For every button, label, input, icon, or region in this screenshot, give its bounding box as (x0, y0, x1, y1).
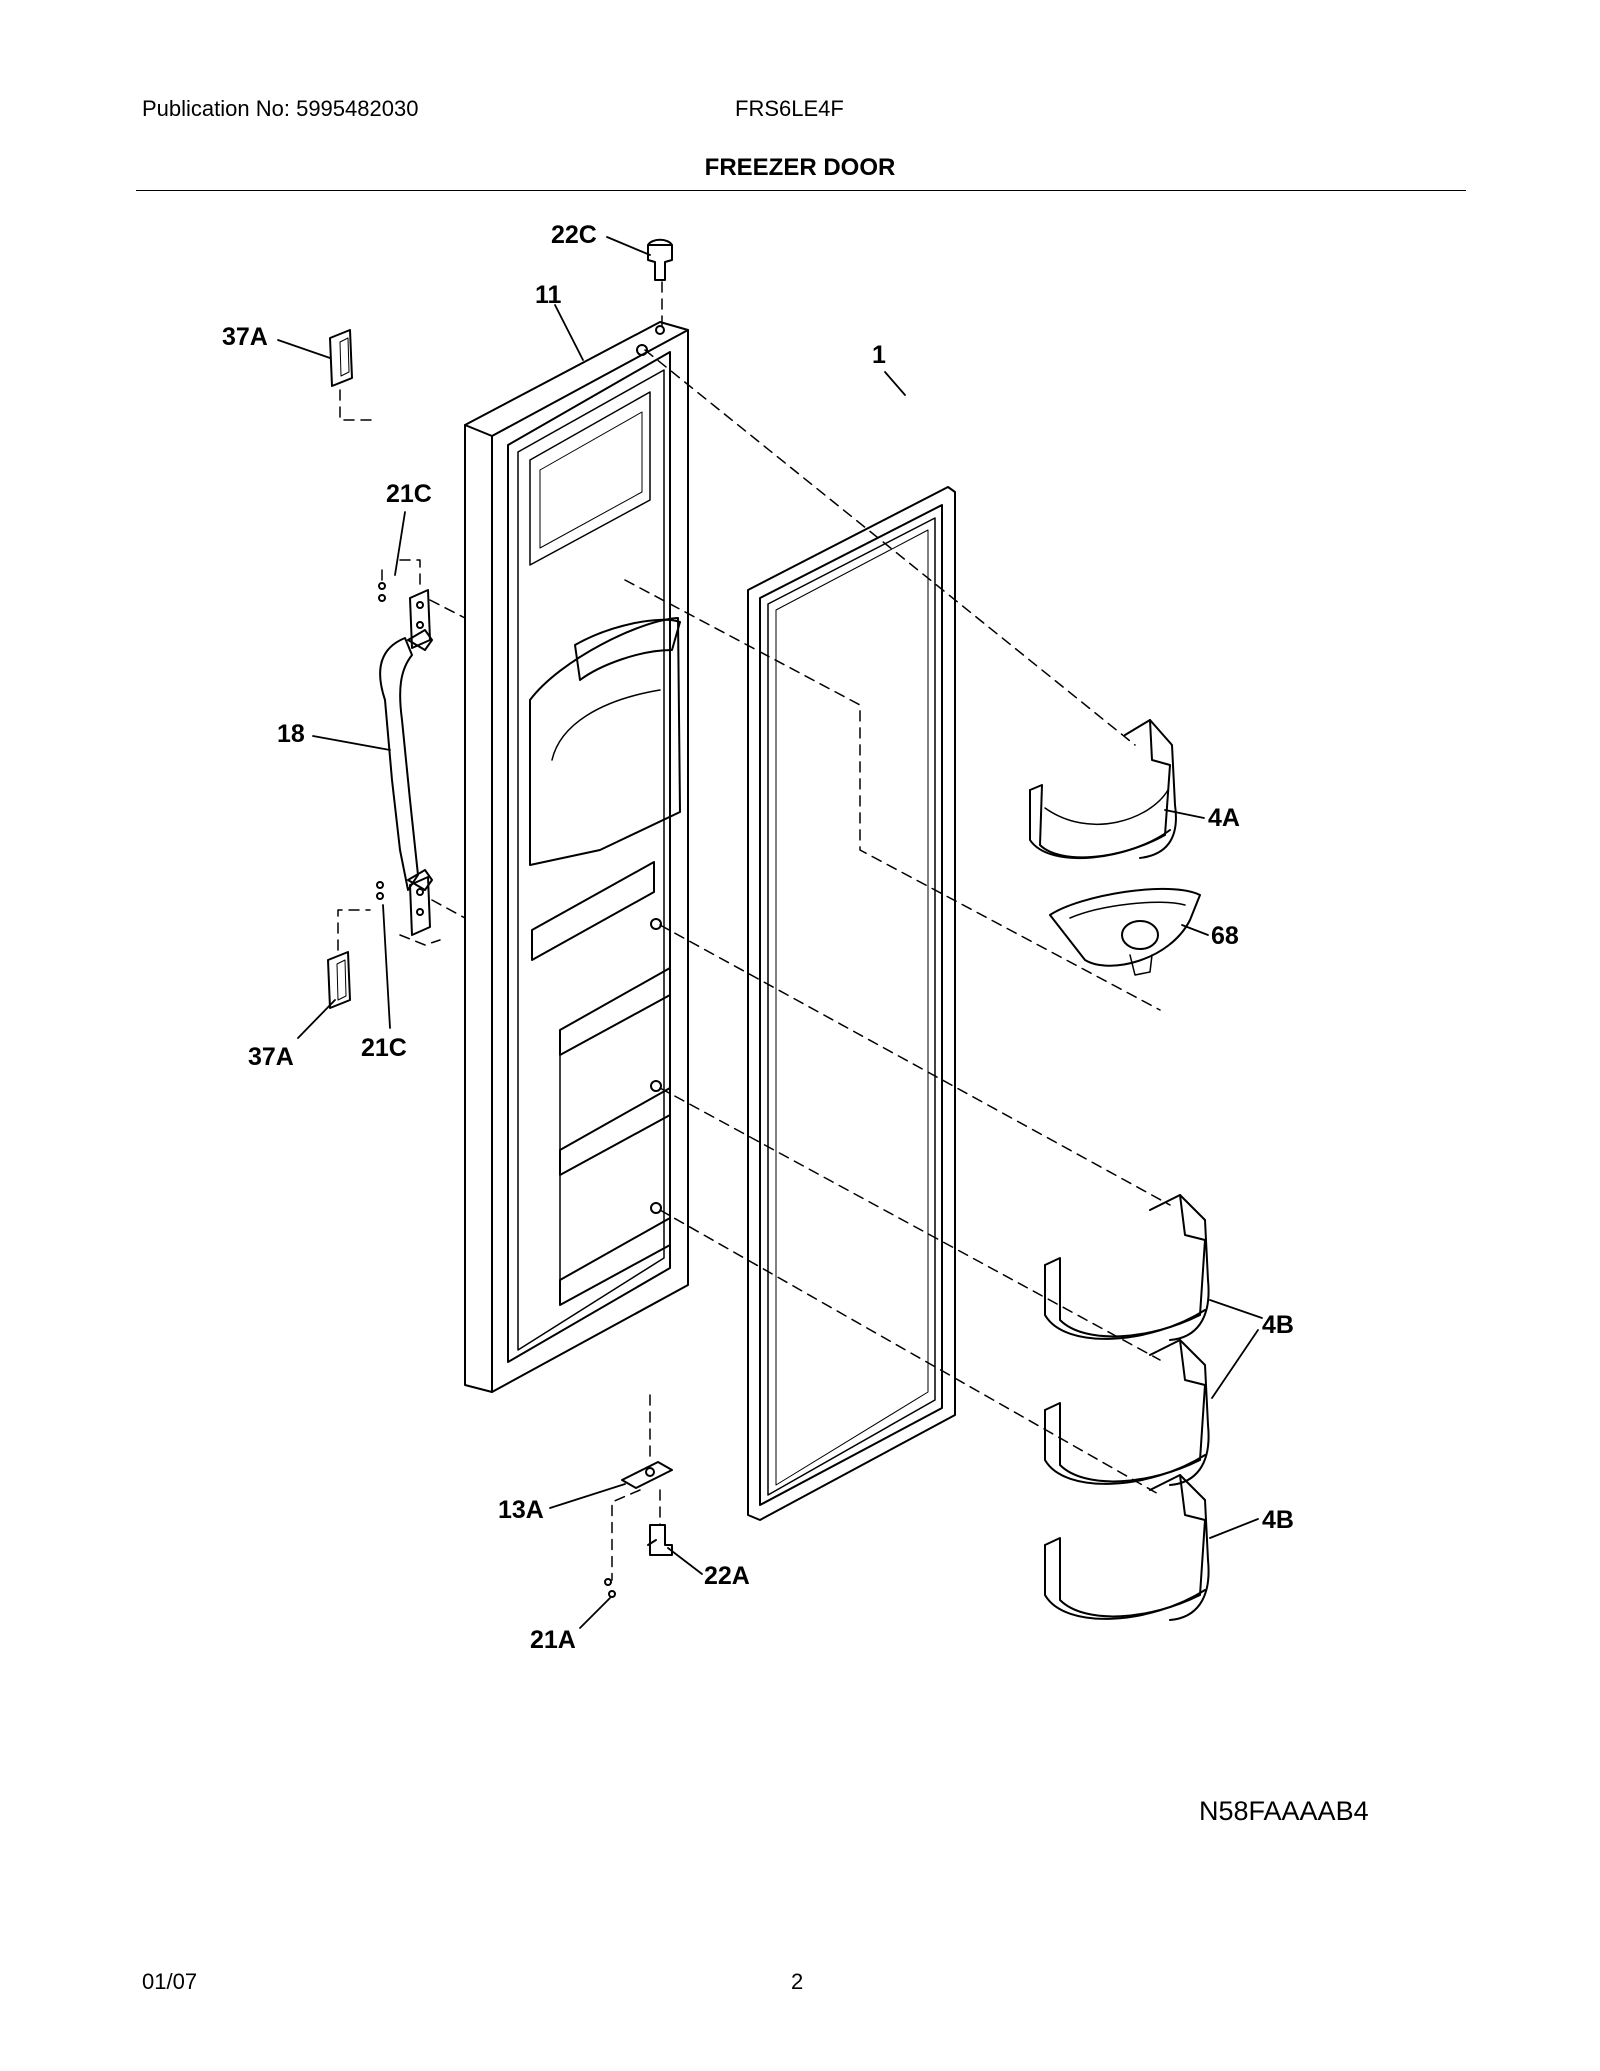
callout-1: 1 (872, 341, 886, 369)
page-number: 2 (791, 1969, 804, 1994)
callout-11: 11 (535, 281, 562, 309)
callout-4b-bottom: 4B (1262, 1506, 1294, 1534)
handle-bracket-top (409, 589, 431, 649)
callout-21a: 21A (530, 1626, 576, 1654)
handle-clip-part-37a-bottom (327, 951, 351, 1009)
hinge-pin-part-22c (647, 238, 673, 281)
drawing-code: N58FAAAAB4 (1199, 1796, 1369, 1826)
callout-21c-bottom: 21C (361, 1034, 407, 1062)
publication-number: Publication No: 5995482030 (142, 96, 419, 121)
callout-37a-bottom: 37A (248, 1043, 294, 1071)
assembly-lines (337, 281, 1171, 1581)
callout-4a: 4A (1208, 804, 1240, 832)
callout-22a: 22A (704, 1562, 750, 1590)
freezer-door-part-11 (464, 321, 689, 1393)
screw-part-21a (604, 1578, 616, 1598)
screw-part-21c-bottom (376, 881, 384, 900)
door-bin-part-4b-3 (1044, 1474, 1210, 1621)
door-bin-part-4a (1029, 719, 1177, 860)
header-rule (136, 190, 1466, 191)
bottom-hinge-part-13a (621, 1461, 673, 1489)
callout-68: 68 (1211, 922, 1239, 950)
callout-13a: 13A (498, 1496, 544, 1524)
hinge-pin-part-22a (647, 1524, 673, 1556)
callout-37a-top: 37A (222, 323, 268, 351)
publication-date: 01/07 (142, 1969, 198, 1994)
leader-lines (277, 236, 1263, 1629)
section-title: FREEZER DOOR (704, 154, 896, 181)
door-bin-part-4b-1 (1044, 1194, 1210, 1341)
door-bin-part-4b-2 (1044, 1339, 1210, 1486)
model-number: FRS6LE4F (735, 96, 844, 121)
callout-21c-top: 21C (386, 480, 432, 508)
door-handle-part-18 (379, 629, 433, 891)
handle-clip-part-37a-top (329, 329, 353, 387)
callout-4b-top: 4B (1262, 1311, 1294, 1339)
screw-part-21c-top (378, 582, 386, 602)
callout-22c: 22C (551, 221, 597, 249)
callout-18: 18 (277, 720, 305, 748)
door-gasket-part-1 (747, 486, 956, 1521)
handle-bracket-bottom (409, 876, 431, 936)
ice-funnel-part-68 (1049, 887, 1201, 976)
